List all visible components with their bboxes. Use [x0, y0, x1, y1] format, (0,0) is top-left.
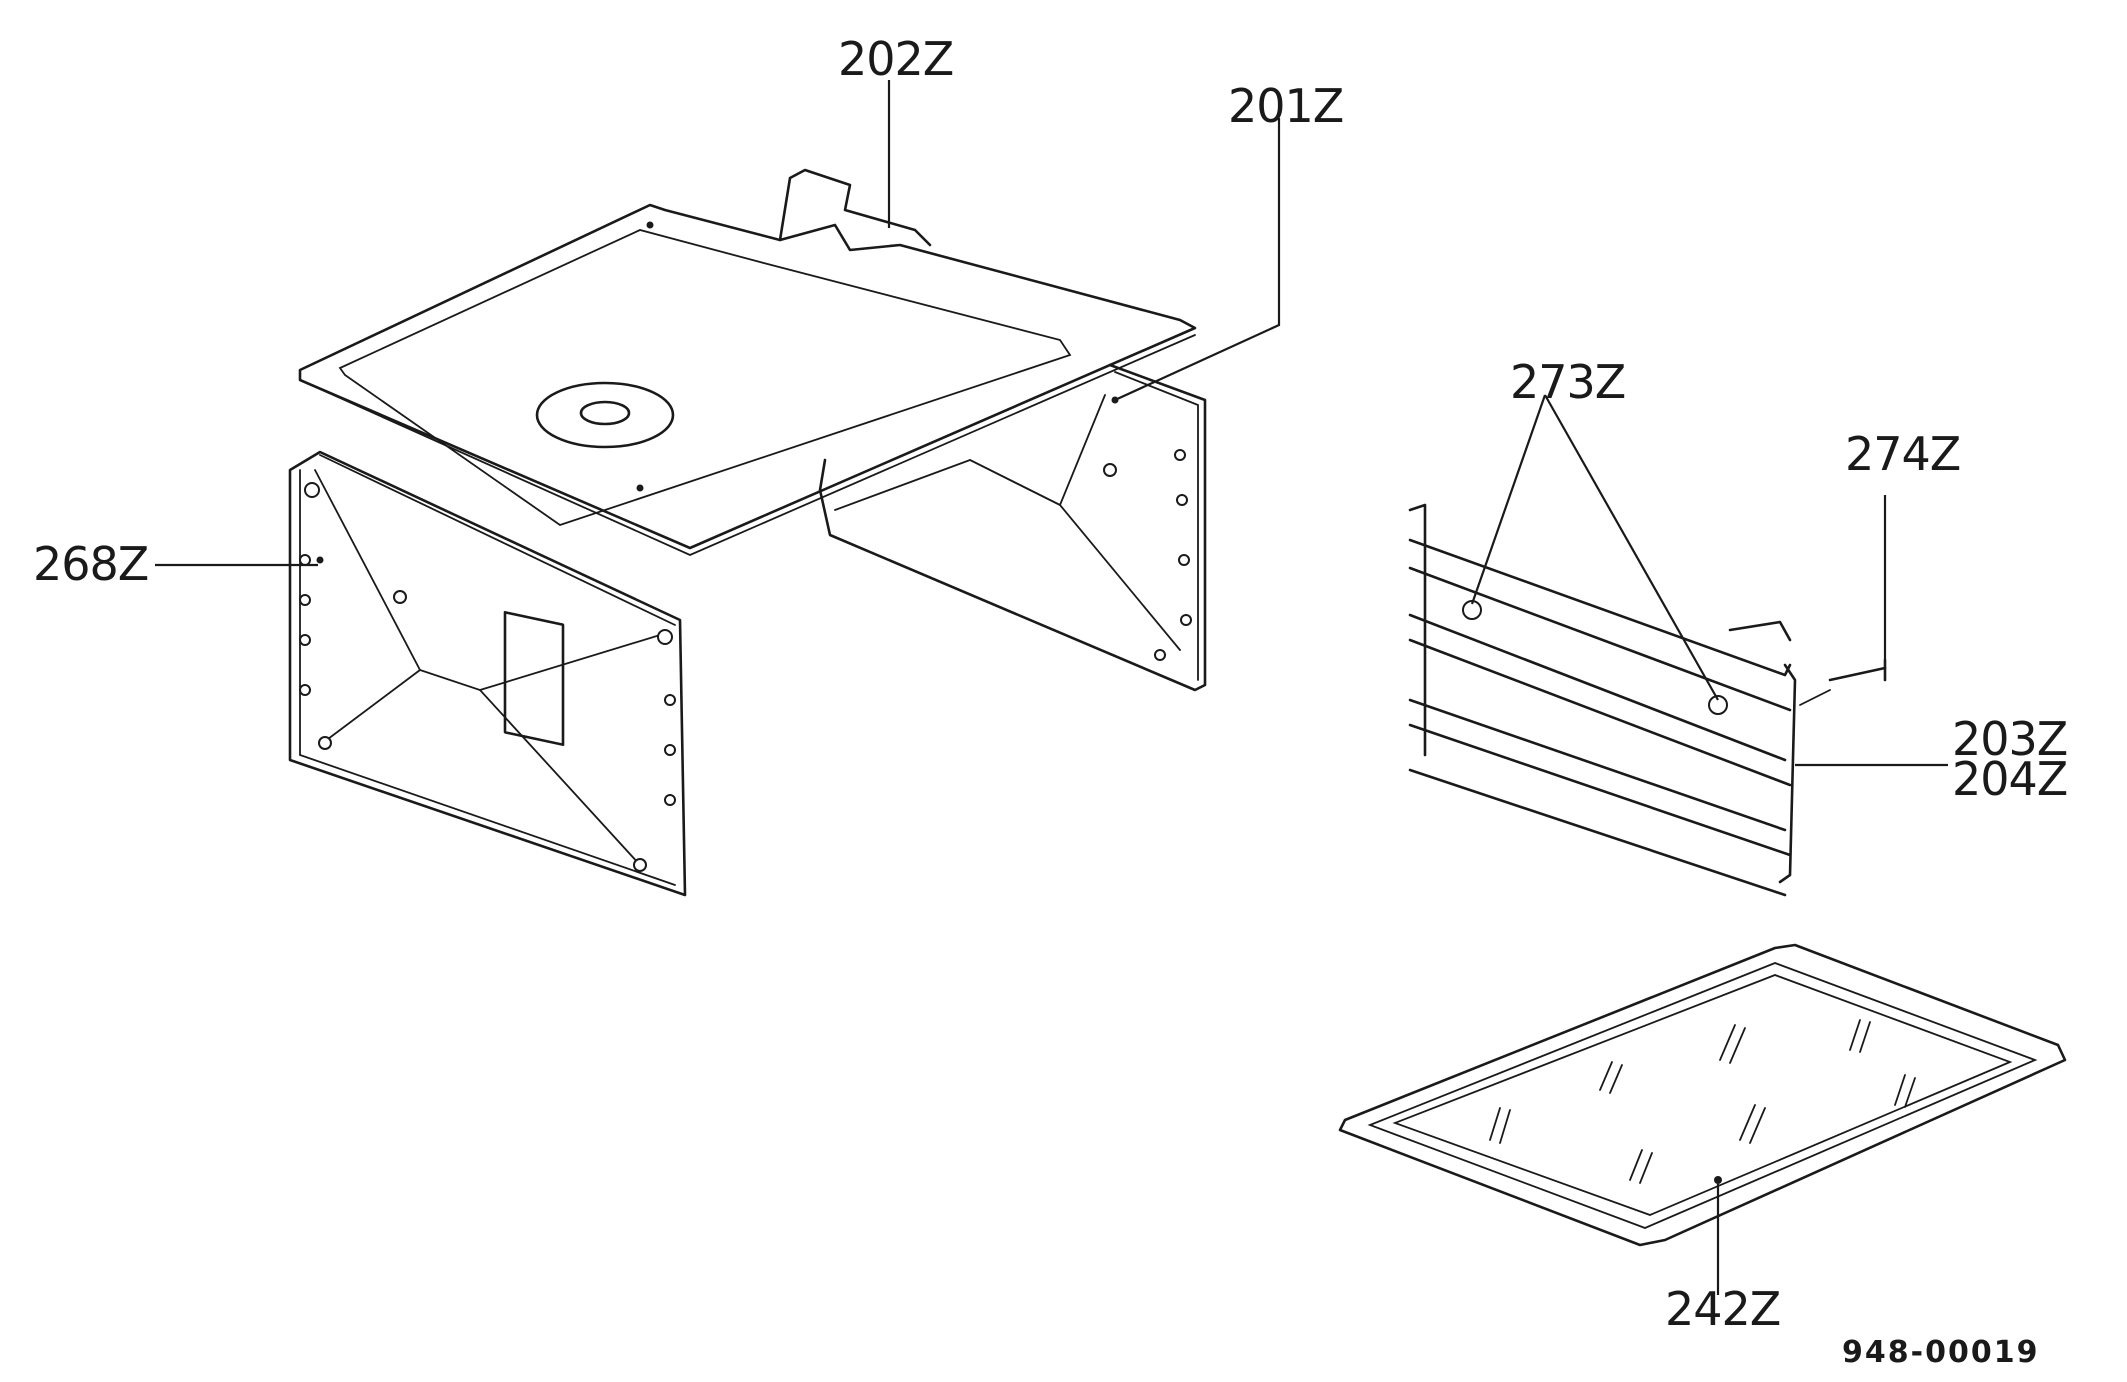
top-plate-202z [298, 168, 1197, 556]
label-204z: 204Z [1952, 752, 2067, 806]
label-201z: 201Z [1228, 79, 1343, 133]
part-labels: 202Z 201Z 273Z 274Z 268Z 203Z 204Z 242Z … [33, 32, 2068, 1370]
left-side-panel-268z [288, 450, 687, 897]
label-268z: 268Z [33, 537, 148, 591]
label-242z: 242Z [1665, 1282, 1780, 1336]
shelf-runner-rack-203z-204z [1408, 503, 1797, 897]
glass-tray-242z [1338, 943, 2067, 1247]
label-202z: 202Z [838, 32, 953, 86]
label-273z: 273Z [1510, 355, 1625, 409]
label-203z: 203Z [1952, 712, 2067, 766]
screw-274z [1799, 658, 1887, 706]
label-274z: 274Z [1845, 427, 1960, 481]
drawing-code: 948-00019 [1842, 1335, 2039, 1370]
leader-lines [155, 80, 1948, 1295]
